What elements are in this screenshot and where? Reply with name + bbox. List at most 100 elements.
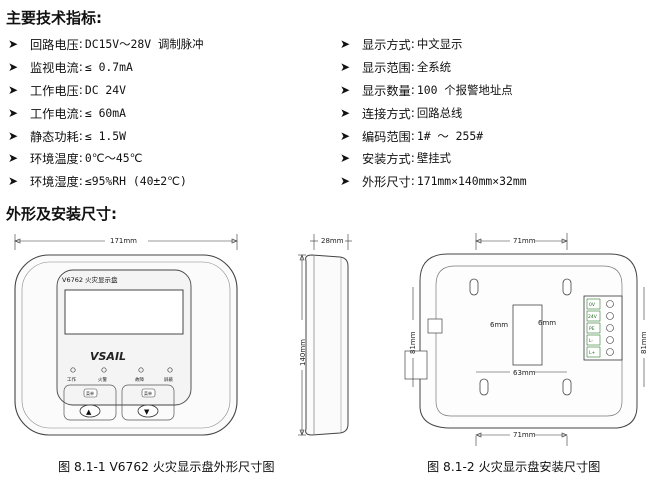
spec-left-row: ➤静态功耗:≤ 1.5W: [8, 124, 204, 147]
spec-label: 连接方式: [362, 106, 411, 121]
install-inner-right: 6mm: [538, 319, 556, 327]
spec-value: 171mm×140mm×32mm: [416, 174, 527, 189]
spec-right-row: ➤编码范围:1# ～ 255#: [340, 124, 527, 147]
lcd-display: [64, 289, 184, 335]
spec-right-row: ➤显示方式:中文显示: [340, 33, 527, 56]
spec-value: 全系统: [416, 60, 452, 75]
install-top-width: 71mm: [513, 237, 536, 245]
spec-value: 壁挂式: [416, 151, 452, 166]
led-fire: [101, 367, 107, 373]
cable-slot: [512, 304, 543, 366]
mount-hole-tl: [469, 278, 479, 296]
spec-colon: :: [78, 82, 83, 97]
spec-label: 回路电压: [30, 38, 79, 53]
spec-value: 100 个报警地址点: [416, 82, 513, 97]
front-view: V6762 火灾显示盘 VSAIL 工作 火警 故障 屏蔽 菜单 菜单 ▲ ▼: [14, 254, 238, 436]
dimensions-heading: 外形及安装尺寸:: [6, 205, 117, 223]
bullet-arrow-icon: ➤: [8, 128, 19, 143]
spec-label: 环境湿度: [30, 175, 79, 190]
spec-colon: :: [78, 105, 83, 120]
spec-label: 显示范围: [362, 61, 411, 76]
up-arrow-icon: ▲: [86, 408, 92, 416]
spec-label: 静态功耗: [30, 129, 79, 144]
menu-key-right[interactable]: [141, 388, 156, 398]
led-label-work: 工作: [67, 376, 76, 383]
spec-colon: :: [78, 37, 83, 52]
side-height-label: 140mm: [299, 339, 307, 366]
spec-value: DC 24V: [84, 82, 127, 97]
terminal-block: [583, 295, 623, 361]
led-work: [70, 367, 76, 373]
install-hole-spacing: 63mm: [513, 369, 536, 377]
side-view: [305, 254, 349, 436]
bullet-arrow-icon: ➤: [340, 151, 351, 166]
spec-left-row: ➤环境湿度:≤95%RH (40±2℃): [8, 170, 204, 193]
up-button[interactable]: [79, 404, 101, 418]
side-depth-label: 28mm: [321, 237, 344, 245]
spec-colon: :: [78, 174, 83, 189]
spec-right-row: ➤显示数量:100 个报警地址点: [340, 79, 527, 102]
spec-value: ≤ 60mA: [84, 105, 127, 120]
spec-value: ≤ 0.7mA: [84, 60, 133, 75]
down-button[interactable]: [137, 404, 159, 418]
led-mask: [167, 367, 173, 373]
spec-right-row: ➤ 外形尺寸:171mm×140mm×32mm: [340, 170, 527, 193]
mount-hole-br: [562, 378, 572, 396]
spec-colon: :: [78, 151, 83, 166]
terminal-pe: PE: [589, 326, 595, 332]
led-fault: [138, 367, 144, 373]
front-dimensions: 171mm: [14, 234, 238, 250]
spec-colon: :: [78, 60, 83, 75]
bullet-arrow-icon: ➤: [340, 128, 351, 143]
terminal-0v: 0V: [589, 302, 596, 308]
bullet-arrow-icon: ➤: [8, 37, 19, 52]
spec-value: 1# ～ 255#: [416, 128, 484, 143]
menu-key-left[interactable]: [83, 388, 98, 398]
bullet-arrow-icon: ➤: [340, 174, 351, 189]
spec-value: 0℃～45℃: [84, 151, 143, 166]
bullet-arrow-icon: ➤: [340, 82, 351, 97]
install-bottom-width: 71mm: [513, 431, 536, 439]
spec-value: 回路总线: [416, 105, 463, 120]
install-right-height: 81mm: [640, 331, 648, 354]
spec-left-row: ➤工作电压:DC 24V: [8, 79, 204, 102]
spec-left-row: ➤监视电流:≤ 0.7mA: [8, 56, 204, 79]
install-inner-left: 6mm: [490, 321, 508, 329]
terminal-24v: 24V: [588, 314, 598, 320]
spec-value: 中文显示: [416, 37, 463, 52]
specs-right-column: ➤显示方式:中文显示➤显示范围:全系统➤显示数量:100 个报警地址点➤连接方式…: [340, 33, 527, 193]
spec-label: 工作电流: [30, 106, 79, 121]
brand-logo: VSAIL: [90, 350, 126, 363]
terminal-lplus: L+: [589, 350, 596, 356]
mount-hole-tr: [562, 278, 572, 296]
bullet-arrow-icon: ➤: [340, 60, 351, 75]
down-arrow-icon: ▼: [144, 408, 150, 416]
spec-colon: :: [410, 174, 415, 189]
spec-colon: :: [410, 82, 415, 97]
mount-hole-bl: [479, 378, 489, 396]
front-width-label: 171mm: [110, 237, 137, 245]
spec-colon: :: [410, 37, 415, 52]
install-dimensions: 71mm 71mm 63mm 6mm 6mm 81mm 81mm: [409, 233, 648, 446]
figure-caption-1: 图 8.1-1 V6762 火灾显示盘外形尺寸图: [58, 460, 275, 474]
menu-key-left-label: 菜单: [86, 390, 94, 396]
spec-value: ≤95%RH (40±2℃): [84, 174, 187, 189]
spec-left-row: ➤ 工作电流:≤ 60mA: [8, 101, 204, 124]
bullet-arrow-icon: ➤: [8, 151, 19, 166]
install-left-height: 81mm: [409, 331, 417, 354]
bullet-arrow-icon: ➤: [340, 105, 351, 120]
spec-right-row: ➤连接方式:回路总线: [340, 101, 527, 124]
bullet-arrow-icon: ➤: [8, 105, 19, 120]
specs-heading: 主要技术指标:: [6, 9, 102, 27]
spec-left-row: ➤回路电压:DC15V～28V 调制脉冲: [8, 33, 204, 56]
side-dimensions: 28mm 140mm: [298, 234, 352, 436]
led-label-fire: 火警: [98, 376, 107, 383]
front-model-title: V6762 火灾显示盘: [62, 275, 118, 284]
led-label-mask: 屏蔽: [164, 376, 173, 383]
spec-colon: :: [410, 60, 415, 75]
bullet-arrow-icon: ➤: [8, 82, 19, 97]
spec-label: 监视电流: [30, 61, 79, 76]
spec-label: 安装方式: [362, 152, 411, 167]
spec-value: ≤ 1.5W: [84, 128, 127, 143]
spec-label: 外形尺寸: [362, 175, 411, 190]
